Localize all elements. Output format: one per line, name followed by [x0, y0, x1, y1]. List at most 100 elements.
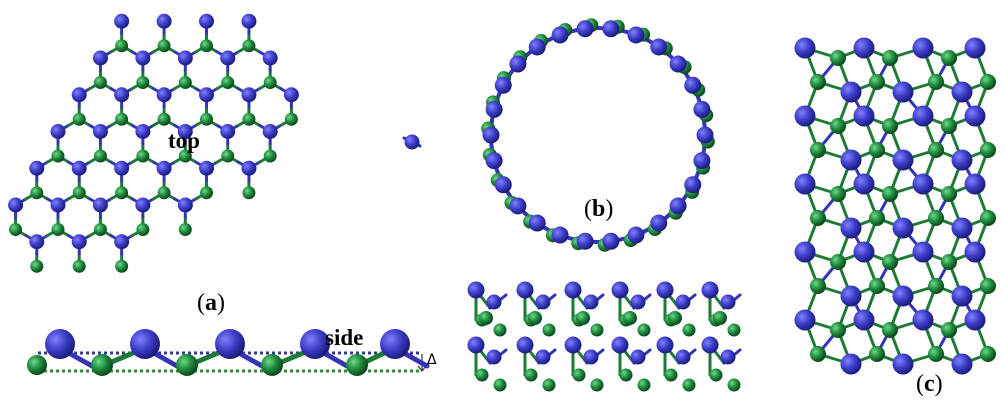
blue-atom — [794, 105, 816, 127]
blue-atom — [241, 13, 257, 29]
blue-atom — [720, 349, 736, 365]
blue-atom — [528, 38, 546, 56]
blue-atom — [92, 124, 108, 139]
green-atom — [542, 378, 556, 392]
green-atom — [810, 210, 826, 226]
green-atom — [200, 186, 214, 200]
green-atom — [682, 323, 696, 337]
blue-atom — [29, 160, 45, 176]
green-atom — [91, 354, 113, 376]
blue-atom — [71, 234, 87, 250]
green-atom — [682, 378, 696, 392]
blue-atom — [794, 173, 816, 195]
blue-atom — [912, 37, 934, 59]
blue-atom — [951, 285, 973, 307]
green-atom — [882, 186, 898, 202]
blue-atom — [528, 214, 546, 232]
green-atom — [136, 223, 150, 236]
green-atom — [869, 346, 885, 362]
blue-atom — [650, 38, 668, 56]
blue-atom — [177, 124, 193, 139]
green-atom — [524, 368, 538, 382]
green-atom — [928, 278, 944, 294]
green-atom — [590, 378, 604, 392]
green-atom — [261, 354, 283, 376]
blue-atom — [693, 152, 711, 170]
blue-atom — [840, 149, 862, 171]
green-atom — [72, 112, 86, 126]
green-atom — [810, 142, 826, 158]
green-atom — [221, 76, 235, 89]
panel-a-top-view — [8, 13, 422, 273]
blue-atom — [794, 241, 816, 263]
green-atom — [709, 368, 723, 382]
blue-atom — [951, 353, 973, 375]
green-atom — [980, 142, 996, 158]
blue-atom — [509, 55, 527, 73]
blue-atom — [535, 349, 551, 365]
green-atom — [115, 259, 129, 273]
blue-atom — [467, 281, 485, 299]
top-view-label: top — [168, 128, 200, 153]
green-atom — [200, 112, 214, 126]
green-atom — [668, 311, 682, 325]
panel-b-nanotube-cross-section — [481, 18, 715, 252]
blue-atom — [467, 336, 485, 354]
blue-atom — [669, 197, 687, 215]
green-atom — [176, 354, 198, 376]
blue-atom — [840, 217, 862, 239]
green-atom — [178, 149, 192, 163]
green-atom — [980, 278, 996, 294]
blue-atom — [262, 124, 278, 139]
blue-atom — [494, 176, 512, 194]
blue-atom — [564, 281, 582, 299]
green-atom — [51, 149, 65, 163]
blue-atom — [509, 197, 527, 215]
panel-b-letter: b — [592, 196, 606, 222]
green-atom — [30, 259, 44, 273]
blue-atom — [564, 336, 582, 354]
green-atom — [727, 378, 741, 392]
green-atom — [30, 186, 44, 200]
blue-atom — [485, 100, 503, 118]
blue-atom — [485, 152, 503, 170]
green-atom — [941, 322, 957, 338]
green-atom — [980, 210, 996, 226]
green-atom — [576, 311, 590, 325]
blue-atom — [840, 353, 862, 375]
panel-c-letter: c — [924, 371, 935, 397]
green-atom — [623, 311, 637, 325]
blue-atom — [50, 197, 66, 213]
blue-atom — [951, 217, 973, 239]
blue-atom — [602, 232, 620, 250]
blue-atom — [794, 309, 816, 331]
blue-atom — [156, 87, 172, 103]
blue-atom — [551, 226, 569, 244]
blue-atom — [602, 20, 620, 38]
green-atom — [928, 210, 944, 226]
green-atom — [882, 322, 898, 338]
green-atom — [830, 322, 846, 338]
green-atom — [882, 50, 898, 66]
blue-atom — [177, 50, 193, 66]
blue-atom — [92, 50, 108, 66]
green-atom — [928, 346, 944, 362]
green-atom — [72, 186, 86, 200]
green-atom — [928, 142, 944, 158]
green-atom — [727, 323, 741, 337]
blue-atom — [701, 281, 719, 299]
green-atom — [93, 223, 107, 236]
green-atom — [115, 39, 129, 53]
blue-atom — [964, 105, 986, 127]
green-atom — [869, 210, 885, 226]
blue-atom — [630, 349, 646, 365]
blue-atom — [669, 55, 687, 73]
blue-atom — [199, 160, 215, 176]
blue-atom — [177, 197, 193, 213]
green-atom — [619, 368, 633, 382]
blue-atom — [535, 294, 551, 310]
blue-atom — [482, 126, 500, 144]
panel-b-nanotube-side-slab — [467, 281, 742, 392]
green-atom — [178, 223, 192, 236]
